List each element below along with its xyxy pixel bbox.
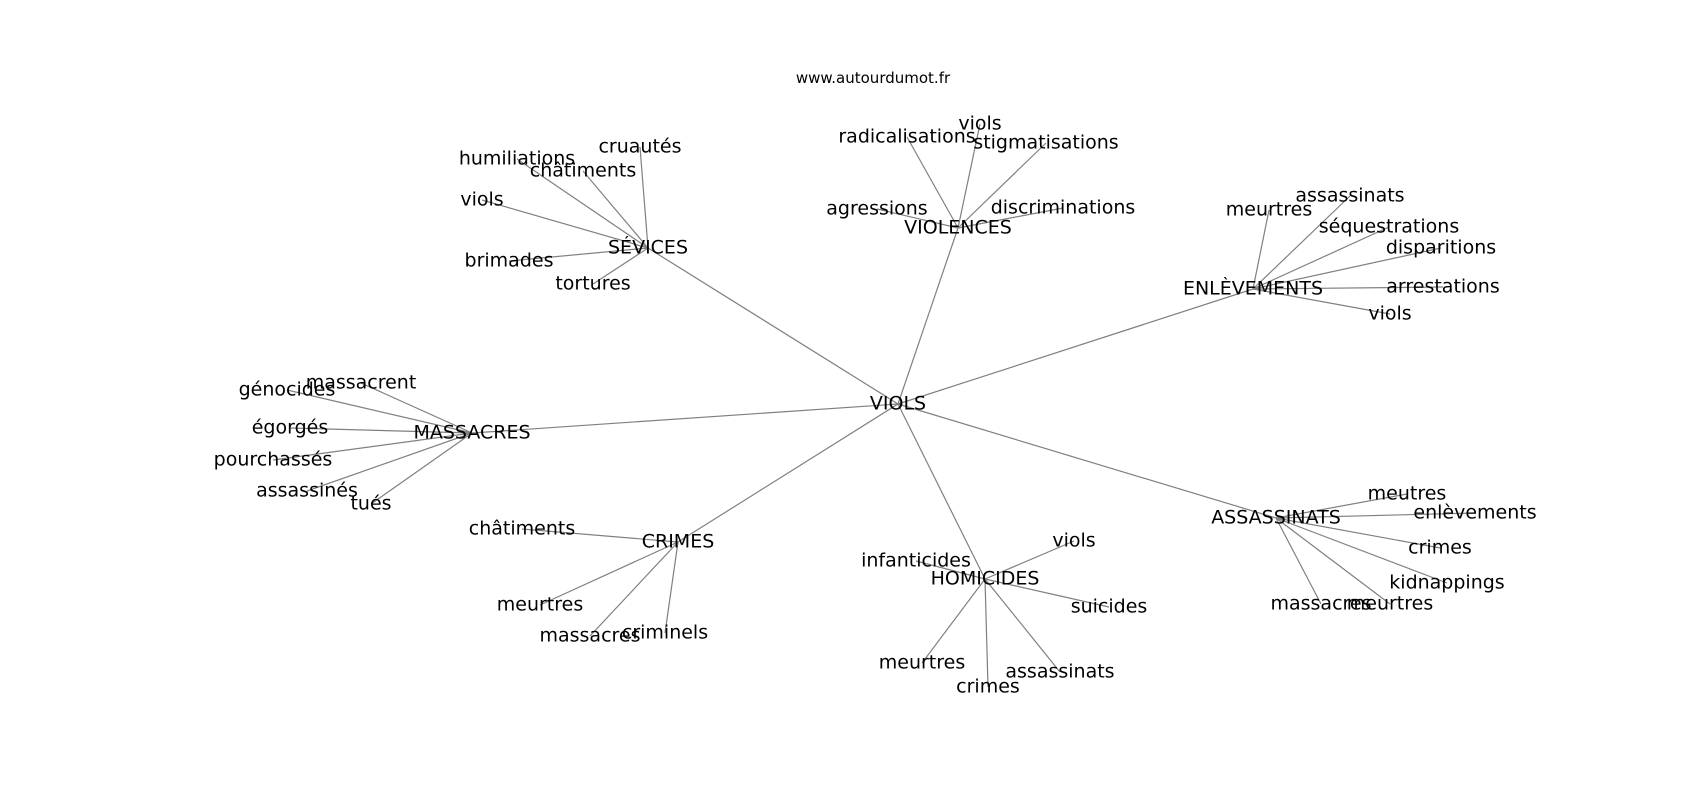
leaf-node-sevices-1: humiliations [459, 148, 575, 170]
edge-sevices-leaf-0 [639, 146, 649, 249]
edge-homicides-leaf-3 [921, 578, 986, 664]
leaf-node-crimes-1: meurtres [497, 594, 583, 616]
edge-massacres-leaf-5 [370, 432, 473, 505]
edge-assassinats-leaf-3 [1275, 517, 1448, 584]
leaf-node-enlevements-1: assassinats [1295, 185, 1404, 207]
edge-root-enlevements [897, 288, 1254, 405]
edge-crimes-leaf-0 [521, 528, 679, 543]
edge-assassinats-leaf-2 [1275, 517, 1441, 549]
leaf-node-sevices-5: tortures [555, 273, 630, 295]
hub-node-crimes: CRIMES [642, 531, 715, 553]
leaf-node-sevices-3: viols [460, 189, 503, 211]
edge-sevices-leaf-2 [582, 170, 649, 249]
leaf-node-homicides-4: crimes [956, 676, 1020, 698]
edge-massacres-leaf-1 [286, 389, 473, 434]
leaf-node-enlevements-2: séquestrations [1319, 216, 1459, 238]
leaf-node-violences-0: viols [958, 113, 1001, 135]
leaf-node-assassinats-1: enlèvements [1413, 502, 1536, 524]
edge-sevices-leaf-3 [481, 199, 649, 249]
leaf-node-enlevements-4: arrestations [1386, 276, 1500, 298]
edge-sevices-leaf-5 [592, 247, 649, 285]
leaf-node-homicides-3: meurtres [879, 652, 965, 674]
leaf-node-massacres-5: tués [350, 493, 391, 515]
leaf-node-sevices-4: brimades [465, 250, 554, 272]
hub-node-violences: VIOLENCES [904, 217, 1012, 239]
leaf-node-massacres-1: génocides [239, 379, 336, 401]
edge-violences-leaf-0 [957, 123, 981, 229]
edge-sevices-leaf-1 [516, 158, 649, 249]
edge-massacres-leaf-4 [306, 432, 473, 492]
hub-node-assassinats: ASSASSINATS [1211, 507, 1341, 529]
edge-massacres-leaf-0 [360, 382, 473, 434]
edge-massacres-leaf-3 [272, 432, 473, 461]
leaf-node-enlevements-5: viols [1368, 303, 1411, 325]
edge-violences-leaf-3 [876, 208, 959, 229]
leaf-node-violences-2: stigmatisations [973, 132, 1118, 154]
leaf-node-massacres-0: massacrent [306, 372, 417, 394]
leaf-node-crimes-3: criminels [622, 622, 708, 644]
leaf-node-assassinats-5: meurtres [1347, 593, 1433, 615]
source-url: www.autourdumot.fr [796, 69, 951, 87]
edge-violences-leaf-2 [957, 142, 1047, 229]
leaf-node-violences-1: radicalisations [838, 126, 975, 148]
hub-node-massacres: MASSACRES [413, 422, 530, 444]
edge-assassinats-leaf-5 [1275, 517, 1391, 605]
leaf-node-crimes-2: massacres [539, 625, 640, 647]
edge-crimes-leaf-3 [664, 541, 679, 634]
leaf-node-assassinats-0: meutres [1368, 483, 1447, 505]
leaf-node-violences-3: agressions [826, 198, 927, 220]
edge-massacres-leaf-2 [289, 427, 473, 434]
edge-enlevements-leaf-0 [1252, 209, 1270, 290]
leaf-node-assassinats-2: crimes [1408, 537, 1472, 559]
edge-root-assassinats [897, 403, 1277, 519]
leaf-node-massacres-3: pourchassés [214, 449, 333, 471]
edge-assassinats-leaf-4 [1275, 517, 1322, 605]
edge-homicides-leaf-0 [915, 560, 986, 580]
hub-node-homicides: HOMICIDES [931, 568, 1040, 590]
labels-layer: VIOLSSÉVICEScruautéshumiliationschâtimen… [214, 113, 1537, 698]
hub-node-sevices: SÉVICES [608, 236, 688, 259]
edge-root-sevices [647, 247, 899, 405]
leaf-node-massacres-4: assassinés [256, 480, 358, 502]
leaf-node-homicides-5: assassinats [1005, 661, 1114, 683]
leaf-node-sevices-0: cruautés [598, 136, 681, 158]
edge-homicides-leaf-5 [984, 578, 1061, 673]
leaf-node-assassinats-3: kidnappings [1389, 572, 1504, 594]
leaf-node-massacres-2: égorgés [252, 417, 329, 439]
edge-enlevements-leaf-4 [1252, 286, 1444, 290]
edge-sevices-leaf-4 [508, 247, 649, 262]
leaf-node-homicides-2: suicides [1071, 596, 1148, 618]
leaf-node-homicides-1: viols [1052, 530, 1095, 552]
edge-root-crimes [677, 403, 899, 543]
leaf-node-crimes-0: châtiments [469, 518, 575, 540]
edge-assassinats-leaf-1 [1275, 512, 1476, 519]
edge-enlevements-leaf-3 [1252, 247, 1442, 290]
edge-violences-leaf-1 [906, 136, 959, 229]
leaf-node-enlevements-0: meurtres [1226, 199, 1312, 221]
edge-root-violences [897, 227, 959, 405]
edge-assassinats-leaf-0 [1275, 493, 1408, 519]
edge-violences-leaf-4 [957, 207, 1064, 229]
edge-crimes-leaf-2 [589, 541, 679, 637]
edge-root-massacres [471, 403, 899, 434]
leaf-node-assassinats-4: massacres [1270, 593, 1371, 615]
leaf-node-sevices-2: châtiments [530, 160, 636, 182]
leaf-node-enlevements-3: disparitions [1386, 237, 1496, 259]
edges-layer [272, 123, 1476, 688]
edge-homicides-leaf-2 [984, 578, 1110, 608]
edge-enlevements-leaf-2 [1252, 226, 1390, 290]
leaf-node-homicides-0: infanticides [861, 550, 971, 572]
hub-node-enlevements: ENLÈVEMENTS [1183, 277, 1323, 300]
edge-root-homicides [897, 403, 986, 580]
edge-enlevements-leaf-5 [1252, 288, 1391, 315]
edge-homicides-leaf-4 [984, 578, 989, 688]
edge-enlevements-leaf-1 [1252, 195, 1351, 290]
leaf-node-violences-4: discriminations [991, 197, 1136, 219]
edge-crimes-leaf-1 [539, 541, 679, 606]
edge-homicides-leaf-1 [984, 540, 1075, 580]
root-node-label: VIOLS [870, 393, 926, 415]
